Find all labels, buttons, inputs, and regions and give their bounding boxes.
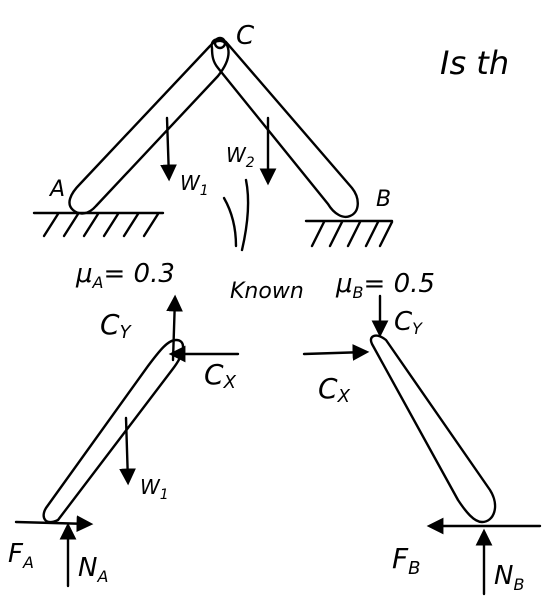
right-link <box>210 37 359 218</box>
fbd-right-fb-label: FB <box>392 542 420 579</box>
ground-b <box>304 219 394 248</box>
parallel-curve-left <box>222 196 238 248</box>
fbd-right-nb-label: NB <box>494 561 524 594</box>
fbd-left-fa-arrow <box>14 515 94 533</box>
label-known: Known <box>230 279 304 304</box>
fbd-left-cx-label: CX <box>204 358 237 393</box>
left-link <box>68 39 230 215</box>
fbd-left-cy-label: CY <box>100 308 133 343</box>
fbd-left-na-label: NA <box>78 553 108 586</box>
fbd-left-cy-arrow <box>166 294 183 362</box>
question-text: Is th <box>440 44 509 82</box>
label-w2: W2 <box>226 143 255 171</box>
fbd-left-w1-label: W1 <box>140 475 169 503</box>
weight-w1-arrow <box>160 116 177 182</box>
fbd-right-link <box>369 334 497 524</box>
label-c: C <box>236 21 255 51</box>
ground-a <box>32 211 165 238</box>
mu-b: μB= 0.5 <box>335 269 435 302</box>
parallel-curve-right <box>240 178 250 252</box>
fbd-left: CY CX W1 FA NA <box>8 294 240 588</box>
mu-a: μA= 0.3 <box>75 259 175 292</box>
fbd-right-cy-label: CY <box>394 307 423 338</box>
friction-coefficients: μA= 0.3 μB= 0.5 <box>75 259 435 302</box>
label-a: A <box>48 177 65 202</box>
pin-c <box>213 36 227 50</box>
fbd-left-w1-arrow <box>119 416 136 486</box>
label-w1: W1 <box>180 171 209 199</box>
label-b: B <box>376 187 391 212</box>
fbd-right-cx-arrow <box>302 344 370 361</box>
fbd-right-cx-label: CX <box>318 372 351 407</box>
fbd-left-fa-label: FA <box>8 539 34 572</box>
frame-diagram: C A B W1 W2 Known <box>32 21 394 304</box>
fbd-right: CY CX FB NB <box>302 294 542 596</box>
